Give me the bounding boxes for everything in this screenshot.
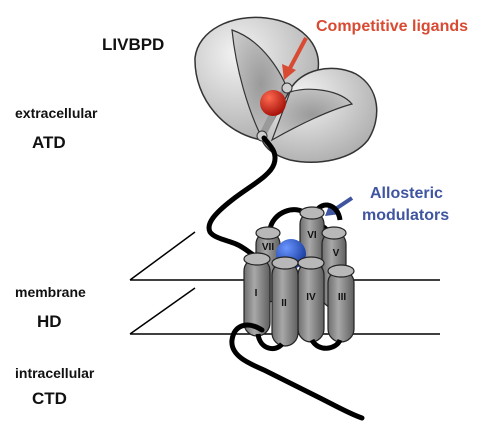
allosteric-label-line1: Allosteric: [370, 185, 443, 202]
helix-label-ii: II: [281, 298, 287, 309]
membrane-label: membrane: [15, 284, 86, 300]
competitive-arrow: [287, 37, 308, 71]
livbpd-domain: [194, 16, 378, 163]
helix-label-vi: VI: [307, 230, 317, 241]
loop-iii-iv: [309, 338, 343, 351]
livbpd-label: LIVBPD: [102, 35, 164, 54]
ctd-tail: [229, 322, 365, 421]
atd-label: ATD: [32, 133, 66, 152]
competitive-ligand: [260, 90, 286, 116]
extracellular-label: extracellular: [15, 105, 98, 121]
competitive-arrowhead: [282, 64, 296, 80]
hd-label: HD: [37, 312, 62, 331]
competitive-ligands-label: Competitive ligands: [316, 18, 468, 35]
helix-ii: II: [271, 256, 299, 347]
helix-iv: IV: [297, 256, 325, 343]
helix-label-vii: VII: [262, 242, 274, 253]
helix-label-iv: IV: [306, 292, 316, 303]
helix-label-i: I: [255, 288, 258, 299]
lower-lobe-inner: [270, 88, 354, 142]
intracellular-label: intracellular: [15, 365, 95, 381]
ctd-label: CTD: [32, 389, 67, 408]
helix-label-v: V: [333, 248, 340, 259]
hinge-top: [281, 82, 293, 94]
loop-i-ii: [255, 333, 284, 352]
helix-iii: III: [327, 264, 355, 343]
helix-label-iii: III: [338, 292, 347, 303]
allosteric-label-line2: modulators: [362, 207, 449, 224]
heptahelical-domain: VI VII V III I IV: [243, 202, 355, 352]
linker-chain: [206, 135, 278, 261]
